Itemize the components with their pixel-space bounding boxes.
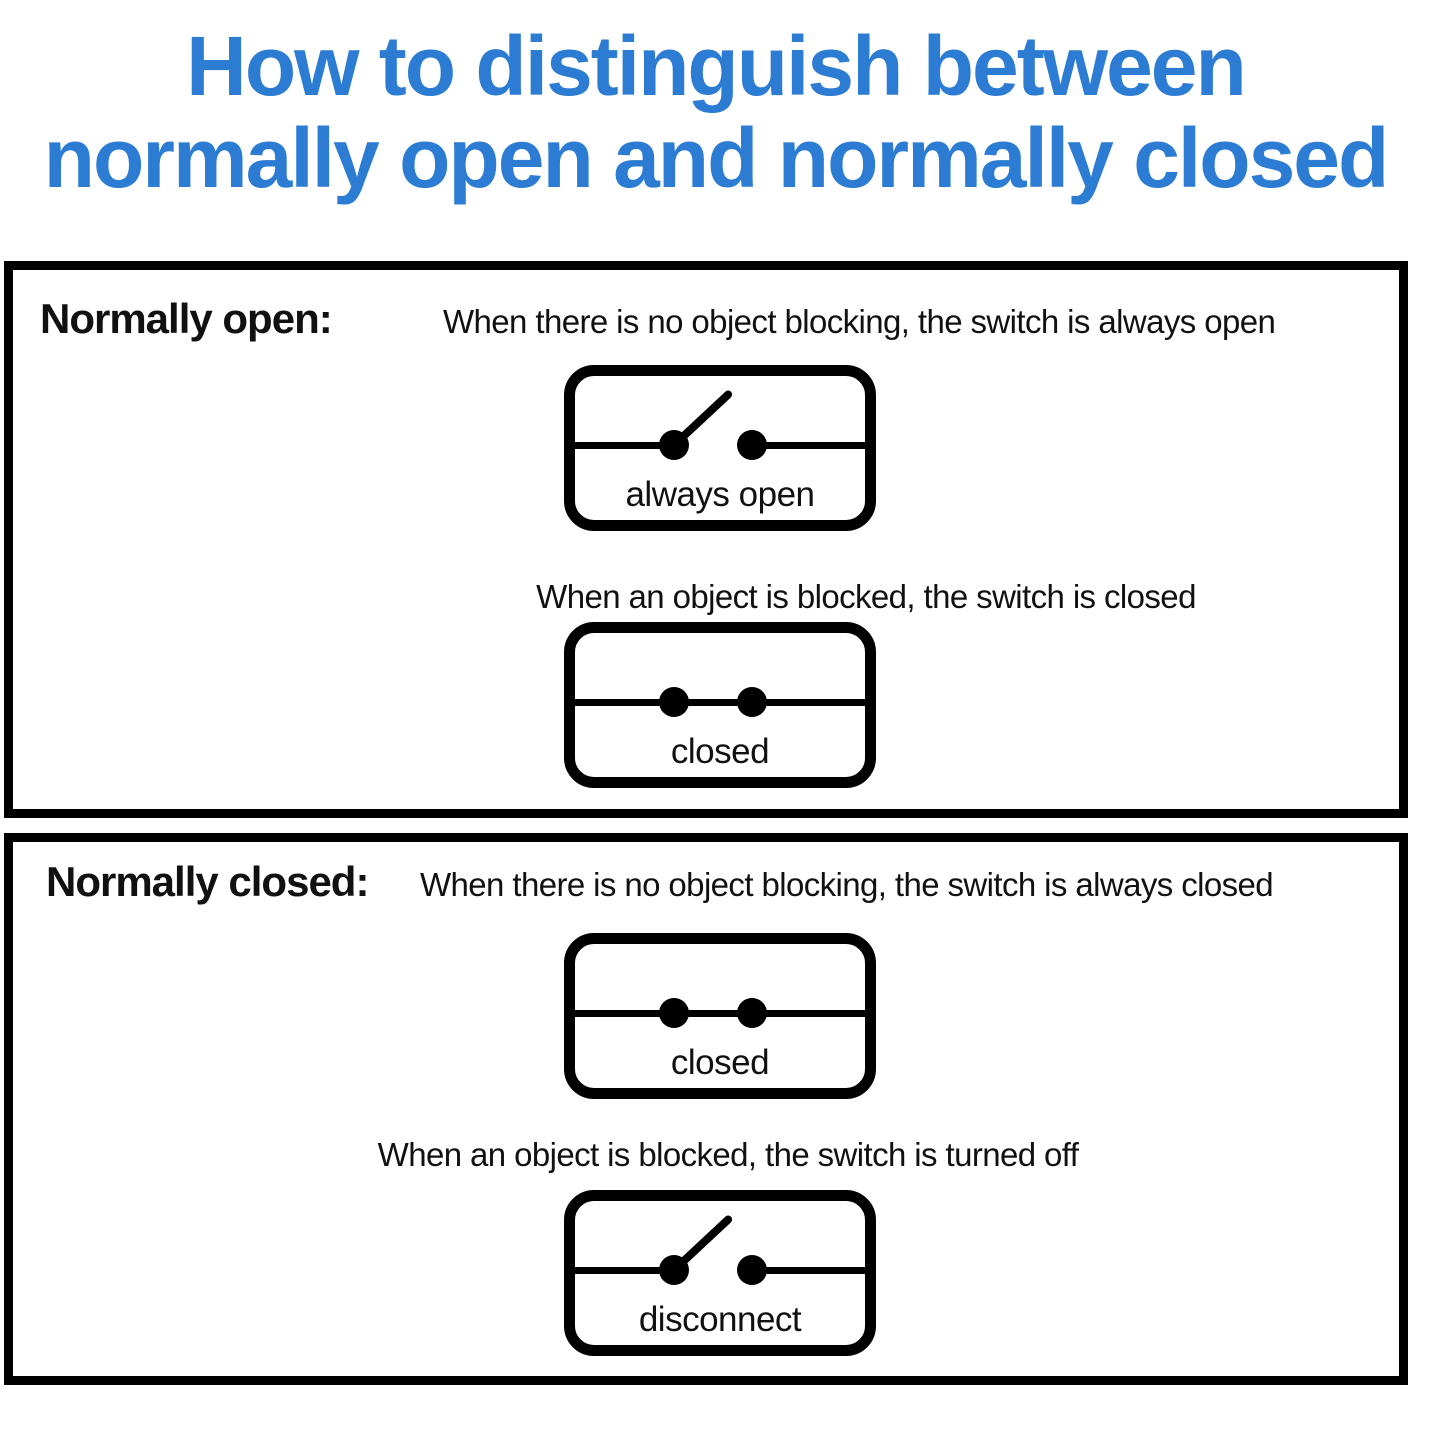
contact-dot-right (737, 998, 767, 1028)
page-title: How to distinguish between normally open… (0, 20, 1431, 205)
contact-dot-right (737, 687, 767, 717)
symbol-label-closed-1: closed (670, 732, 770, 771)
wire-left-segment (573, 1267, 674, 1274)
page-title-line2: normally open and normally closed (43, 111, 1390, 206)
contact-dot-left (659, 687, 689, 717)
switch-lever (671, 1213, 734, 1273)
wire-right-segment (752, 1267, 867, 1274)
page-title-line1: How to distinguish between (186, 19, 1247, 113)
switch-symbol-closed-1: closed (564, 622, 876, 788)
wire-full-segment (573, 1010, 867, 1017)
switch-lever (671, 388, 734, 448)
symbol-label-closed-2: closed (670, 1043, 770, 1082)
caption-object-blocked-turned-off: When an object is blocked, the switch is… (377, 1136, 1079, 1173)
symbol-label-always-open: always open (625, 475, 815, 514)
contact-dot-right (737, 1255, 767, 1285)
switch-symbol-closed-2: closed (564, 933, 876, 1099)
symbol-label-disconnect: disconnect (638, 1300, 802, 1339)
section-label-normally-open: Normally open: (40, 295, 333, 342)
section-label-normally-closed: Normally closed: (46, 858, 369, 905)
switch-symbol-disconnect: disconnect (564, 1190, 876, 1356)
wire-left-segment (573, 442, 674, 449)
contact-dot-right (737, 430, 767, 460)
caption-object-blocked-closed: When an object is blocked, the switch is… (536, 578, 1196, 615)
contact-dot-left (659, 998, 689, 1028)
caption-no-object-always-open: When there is no object blocking, the sw… (443, 303, 1276, 340)
wire-right-segment (752, 442, 867, 449)
caption-no-object-always-closed: When there is no object blocking, the sw… (420, 866, 1274, 903)
wire-full-segment (573, 699, 867, 706)
switch-symbol-always-open: always open (564, 365, 876, 531)
